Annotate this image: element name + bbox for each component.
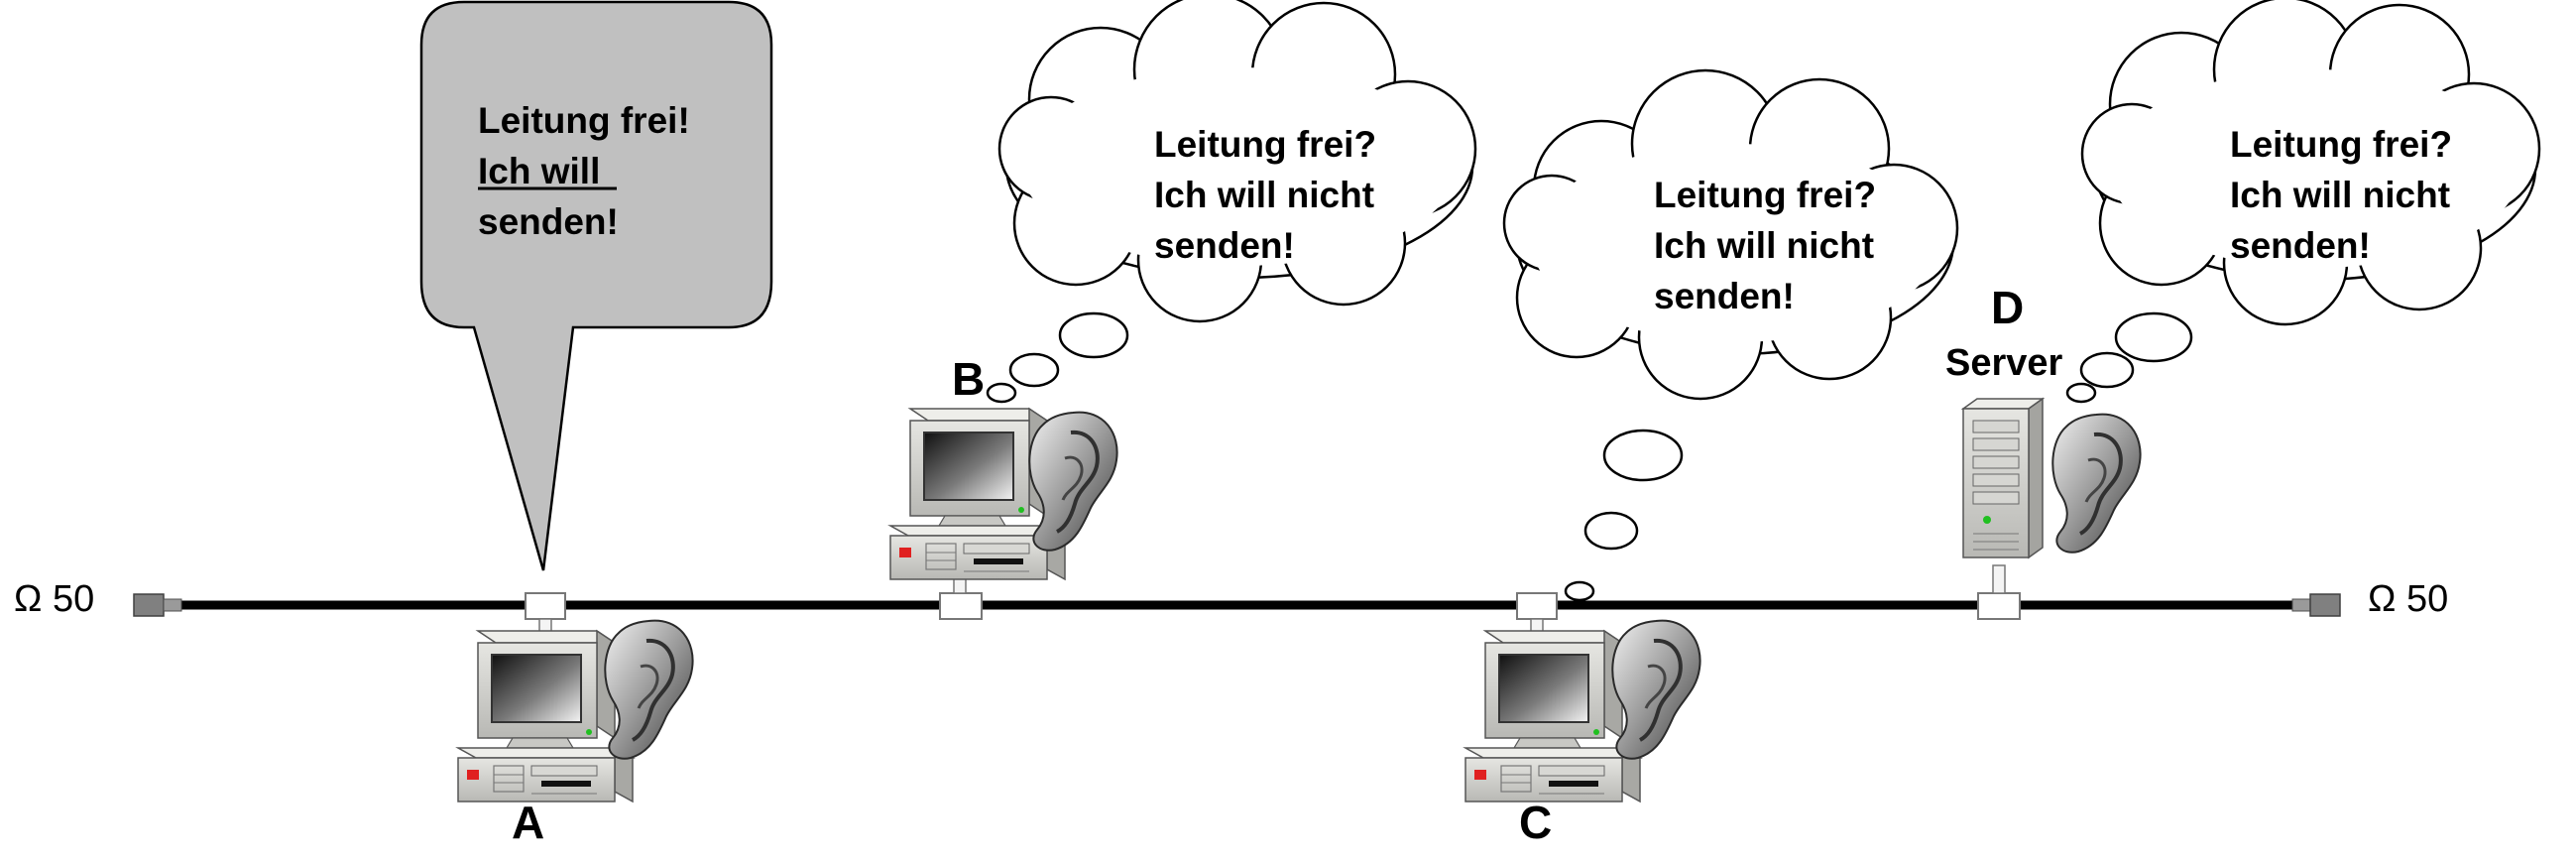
thought-c-line1: Leitung frei? (1654, 175, 1876, 215)
t-connector-icon (525, 592, 566, 620)
node-b: B (889, 353, 1119, 620)
node-d: D Server (1945, 282, 2143, 620)
speech-a-line2: Ich will (478, 151, 600, 191)
ear-icon (1610, 618, 1702, 761)
speech-a-line3: senden! (478, 201, 619, 242)
tower-server-icon (1962, 398, 2044, 558)
node-d-label: D (1991, 282, 2024, 333)
terminator-right-label: Ω 50 (2368, 578, 2448, 620)
thought-d-line2: Ich will nicht (2230, 175, 2450, 215)
thought-d-line1: Leitung frei? (2230, 124, 2452, 165)
node-c-label: C (1519, 797, 1552, 848)
t-connector-icon (1977, 592, 2021, 620)
thought-cloud-b: Leitung frei? Ich will nicht senden! (986, 0, 1477, 404)
terminator-icon (2309, 593, 2341, 617)
thought-d-line3: senden! (2230, 225, 2371, 266)
thought-c-line2: Ich will nicht (1654, 225, 1874, 266)
terminator-left-label: Ω 50 (14, 578, 94, 620)
thought-c-line3: senden! (1654, 276, 1795, 316)
thought-cloud-d: Leitung frei? Ich will nicht senden! (2065, 0, 2541, 404)
node-a-label: A (512, 797, 544, 848)
ear-icon (2050, 412, 2143, 555)
ear-icon (1027, 410, 1119, 553)
node-c: C (1464, 592, 1702, 848)
node-d-sublabel: Server (1945, 342, 2063, 384)
t-connector-icon (939, 592, 983, 620)
terminator-icon (133, 593, 165, 617)
speech-bubble-a: Leitung frei! Ich will senden! (419, 0, 773, 571)
node-b-label: B (952, 353, 985, 405)
terminator-left: Ω 50 (14, 578, 182, 620)
speech-a-line1: Leitung frei! (478, 100, 690, 141)
node-a: A (457, 592, 695, 848)
t-connector-icon (1516, 592, 1558, 620)
thought-cloud-c: Leitung frei? Ich will nicht senden! (1502, 68, 1959, 602)
terminator-right: Ω 50 (2291, 578, 2448, 620)
thought-b-line2: Ich will nicht (1154, 175, 1374, 215)
thought-b-line3: senden! (1154, 225, 1295, 266)
ear-icon (603, 618, 695, 761)
speech-bubble-shape (419, 0, 773, 571)
thought-b-line1: Leitung frei? (1154, 124, 1376, 165)
